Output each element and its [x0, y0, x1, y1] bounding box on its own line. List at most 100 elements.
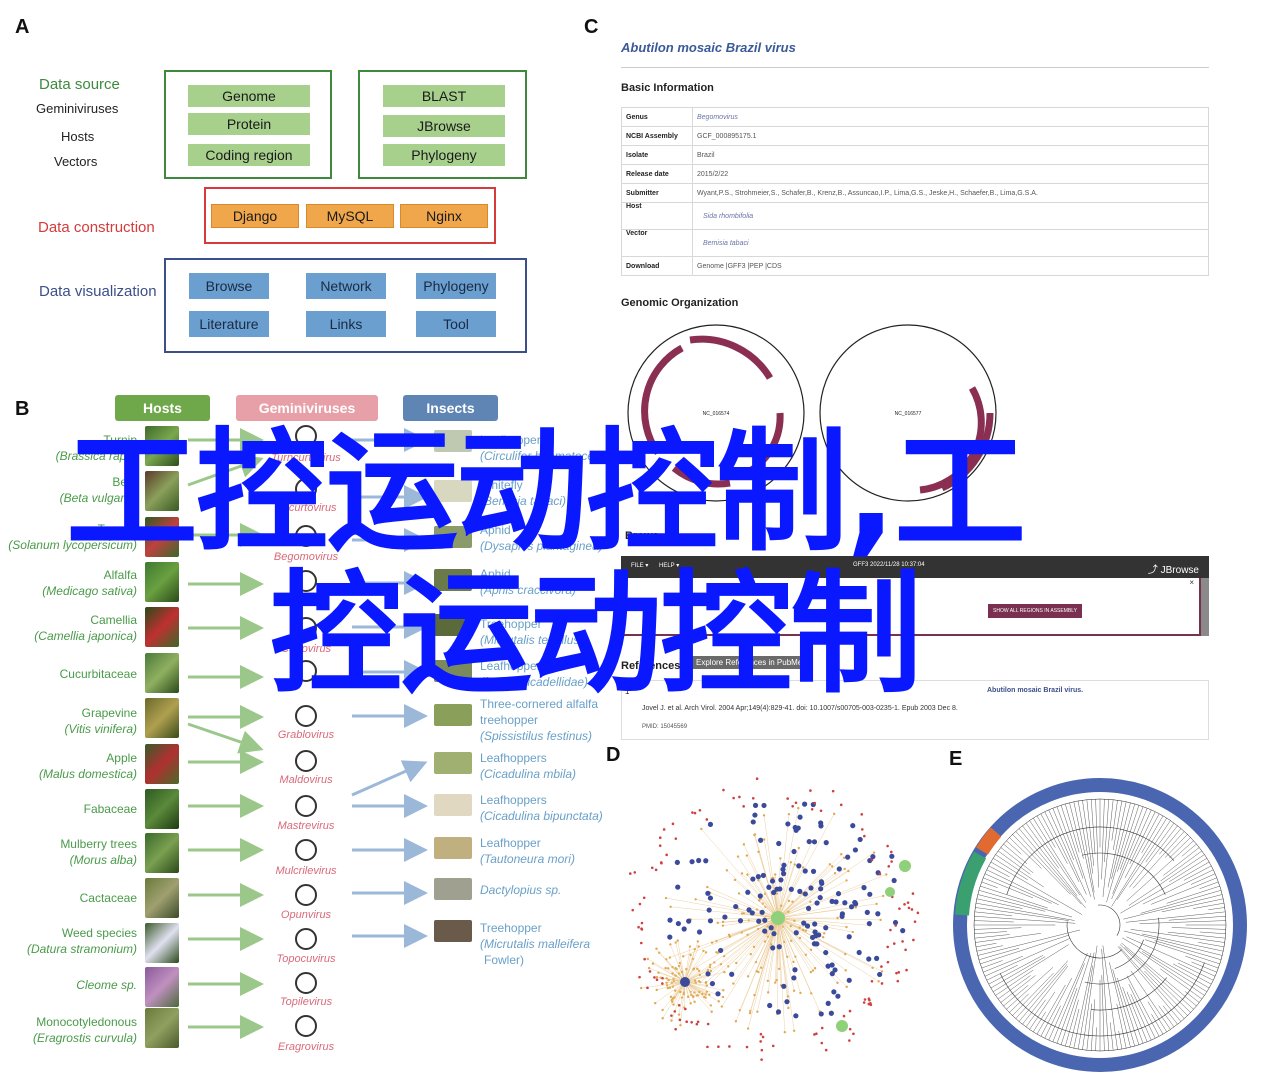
network-node: [716, 921, 719, 925]
network-node: [705, 971, 711, 977]
network-hub-node: [899, 860, 911, 872]
jbrowse-view[interactable]: × SHOW ALL REGIONS IN ASSEMBLY: [621, 578, 1201, 636]
network-node: [814, 900, 820, 906]
network-node: [771, 889, 777, 896]
network-node: [848, 1027, 852, 1031]
network-node: [835, 891, 842, 897]
file-menu[interactable]: FILE ▾: [631, 563, 649, 569]
tree-branch: [1183, 865, 1212, 881]
tree-branch: [1006, 840, 1022, 855]
help-menu[interactable]: HELP ▾: [659, 563, 680, 569]
tree-branch: [1120, 861, 1210, 914]
network-edge: [777, 917, 870, 926]
network-node: [798, 926, 801, 929]
network-node: [805, 905, 812, 911]
network-node: [839, 913, 845, 920]
network-node: [758, 899, 761, 902]
network-node: [753, 833, 756, 837]
network-node: [653, 976, 656, 979]
network-node: [674, 859, 680, 865]
network-edge: [665, 897, 779, 919]
network-edge: [777, 917, 779, 1014]
network-node: [823, 949, 829, 956]
network-node: [661, 982, 664, 985]
network-node: [759, 909, 765, 915]
network-node: [690, 993, 693, 997]
network-node: [664, 966, 667, 970]
scrollbar[interactable]: [1201, 578, 1209, 636]
host-image: [145, 471, 179, 511]
tree-branch: [1036, 815, 1056, 848]
network-node: [722, 788, 725, 792]
network-node: [706, 1045, 709, 1049]
host-label: Cucurbitaceae: [59, 667, 137, 681]
network-node: [771, 1044, 775, 1048]
tree-branch: [1009, 837, 1042, 869]
virus-genome-icon: [295, 884, 317, 906]
tree-branch: [1012, 834, 1071, 895]
network-node: [845, 925, 848, 929]
tree-branch: [1158, 1005, 1175, 1028]
network-edge: [671, 981, 686, 1021]
phylogenetic-tree[interactable]: [948, 773, 1258, 1078]
network-node: [637, 925, 640, 929]
network-node: [830, 865, 834, 868]
tree-branch: [1060, 953, 1092, 1045]
tree-branch: [1130, 994, 1152, 1041]
network-graph[interactable]: [610, 770, 930, 1070]
network-edge: [684, 981, 712, 1012]
tree-branch: [1022, 825, 1078, 896]
network-hub-node: [885, 887, 895, 897]
tree-branch: [1154, 940, 1222, 960]
network-node: [703, 858, 709, 864]
network-hub-node: [680, 977, 690, 987]
network-node: [848, 1039, 851, 1042]
network-node: [809, 789, 812, 792]
network-node: [729, 971, 735, 977]
network-edge: [777, 862, 792, 919]
network-node: [844, 969, 847, 972]
watermark-line-2: 控运动控制: [270, 558, 922, 712]
show-all-regions-button[interactable]: SHOW ALL REGIONS IN ASSEMBLY: [988, 604, 1082, 618]
network-edge: [777, 907, 856, 919]
insect-image: [434, 660, 472, 682]
tree-branch: [1000, 975, 1036, 1003]
network-node: [783, 1030, 787, 1034]
network-node: [675, 884, 681, 890]
network-edge: [777, 917, 847, 987]
network-node: [686, 995, 690, 998]
network-node: [812, 929, 818, 935]
explore-pubmed-button[interactable]: Explore References in PubMed: [690, 656, 813, 669]
tree-branch: [1171, 927, 1226, 930]
network-node: [667, 917, 673, 923]
basic-info-heading: Basic Information: [621, 82, 714, 94]
tree-branch: [984, 873, 1052, 904]
reference-citation: Jovel J. et al. Arch Virol. 2004 Apr;149…: [642, 705, 958, 712]
network-node: [639, 986, 643, 990]
network-edge: [777, 864, 795, 919]
tree-branch: [1056, 806, 1084, 879]
network-node: [831, 989, 837, 995]
data-source-item-vectors: Vectors: [54, 154, 98, 169]
network-node: [778, 877, 784, 883]
network-node: [818, 879, 825, 885]
network-node: [706, 907, 712, 913]
host-image: [145, 426, 179, 466]
reference-title[interactable]: Abutilon mosaic Brazil virus.: [987, 687, 1084, 694]
network-edge: [777, 874, 887, 919]
tree-branch: [1117, 946, 1182, 1022]
tree-branch: [976, 898, 1023, 909]
network-node: [728, 935, 732, 938]
tree-branch: [1126, 840, 1194, 902]
tree-branch: [1129, 811, 1156, 865]
tree-branch: [1128, 854, 1205, 906]
virus-label: Mastrevirus: [277, 820, 335, 832]
network-node: [836, 866, 842, 872]
network-node: [667, 934, 673, 940]
network-node: [832, 812, 836, 816]
tree-branch: [1082, 800, 1093, 874]
close-icon[interactable]: ×: [1189, 578, 1194, 587]
network-node: [768, 925, 774, 931]
